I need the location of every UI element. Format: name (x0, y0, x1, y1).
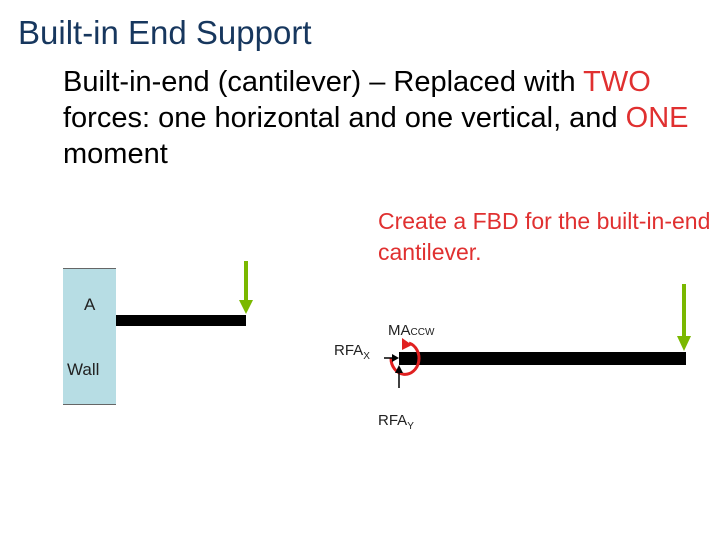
emphasis-one: ONE (625, 102, 689, 134)
reaction-y-main: RFA (378, 412, 408, 429)
moment-label-main: MA (388, 322, 411, 339)
body-part-1: Built-in-end (cantilever) – Replaced wit… (63, 66, 584, 98)
reaction-y-sub: Y (407, 421, 414, 432)
fbd-prompt: Create a FBD for the built-in-end cantil… (378, 208, 711, 265)
slide-title: Built-in End Support (18, 14, 312, 51)
wall (63, 268, 116, 405)
emphasis-two: TWO (583, 66, 651, 98)
wall-label: Wall (67, 360, 100, 379)
reaction-x-arrow (384, 354, 399, 362)
moment-arc (389, 338, 421, 376)
body-part-2: forces: one horizontal and one vertical,… (63, 102, 626, 134)
reaction-x-main: RFA (334, 342, 364, 359)
load-arrow-right (677, 284, 691, 351)
fbd-beam (399, 352, 686, 365)
body-part-3: moment (63, 138, 168, 170)
reaction-y-arrow (395, 365, 403, 388)
reaction-x-sub: X (363, 351, 370, 362)
moment-label: MACCW (388, 322, 434, 339)
reaction-y-label: RFAY (378, 412, 414, 432)
cantilever-beam (116, 315, 246, 326)
load-arrow-left (239, 261, 253, 314)
reaction-x-label: RFAX (334, 342, 370, 362)
slide-body: Built-in-end (cantilever) – Replaced wit… (63, 64, 703, 172)
moment-label-sub: CCW (410, 327, 435, 338)
point-a-label: A (84, 295, 96, 314)
